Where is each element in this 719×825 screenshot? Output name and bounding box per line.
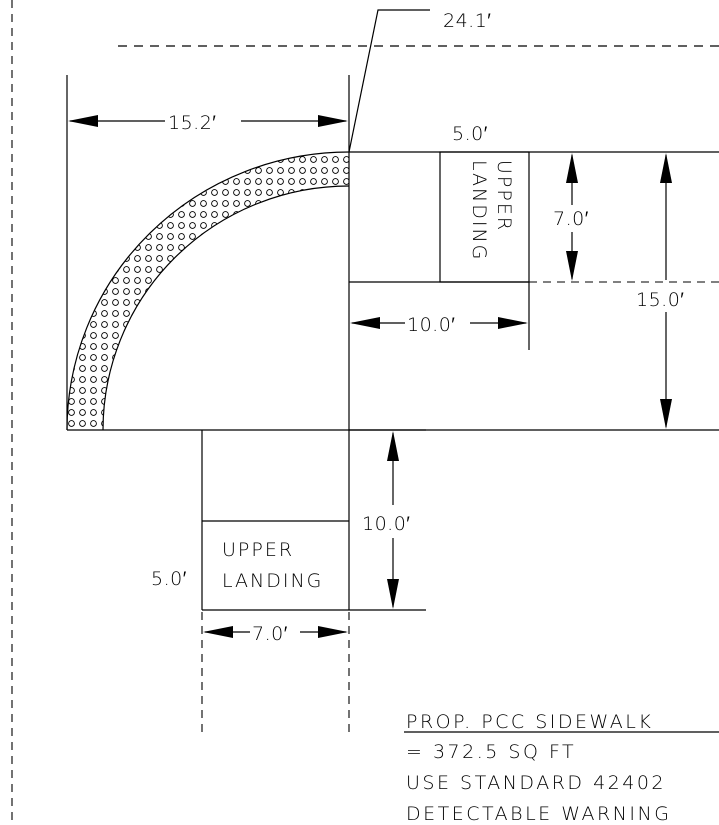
upper-landing-right-line2: LANDING [468,160,490,261]
dim-5-0-left-label: 5.0′ [151,568,187,590]
note-line-1: PROP. PCC SIDEWALK [406,711,653,733]
dim-15-0-label: 15.0′ [636,289,684,311]
dim-5-0-top-label: 5.0′ [452,123,488,145]
dim-10-0-vertical-label: 10.0′ [362,513,410,535]
upper-landing-bottom-line1: UPPER [222,539,294,561]
arrow-15-2-right [318,115,348,127]
arrow-7-0-right-up [566,153,578,183]
curb-return-outer [66,151,350,431]
upper-landing-right-line1: UPPER [493,160,515,232]
note-line-3: USE STANDARD 42402 [406,772,666,794]
note-line-4: DETECTABLE WARNING [406,803,671,825]
arrow-10-0-h-right [498,317,528,329]
dim-15-2-label: 15.2′ [168,112,216,134]
dim-7-0-right-label: 7.0′ [553,208,589,230]
arrow-15-0-down [660,399,672,429]
arrow-10-0-v-down [387,579,399,609]
arrow-7-0-right-down [566,251,578,281]
arrow-10-0-h-left [350,317,380,329]
arrow-15-2-left [68,115,98,127]
arrow-10-0-v-up [387,431,399,461]
dim-24-1-label: 24.1′ [443,10,491,32]
dim-7-0-bottom-label: 7.0′ [252,623,288,645]
arrow-7-0-bottom-right [318,626,348,638]
arrow-15-0-up [660,153,672,183]
detectable-warning-surface [67,152,349,430]
note-line-2: = 372.5 SQ FT [406,741,576,763]
curb-return-inner [102,185,350,431]
dim-10-0-horizontal-label: 10.0′ [407,314,455,336]
upper-landing-bottom-line2: LANDING [222,570,323,592]
arrow-7-0-bottom-left [203,626,233,638]
leader-24-1 [348,9,430,153]
